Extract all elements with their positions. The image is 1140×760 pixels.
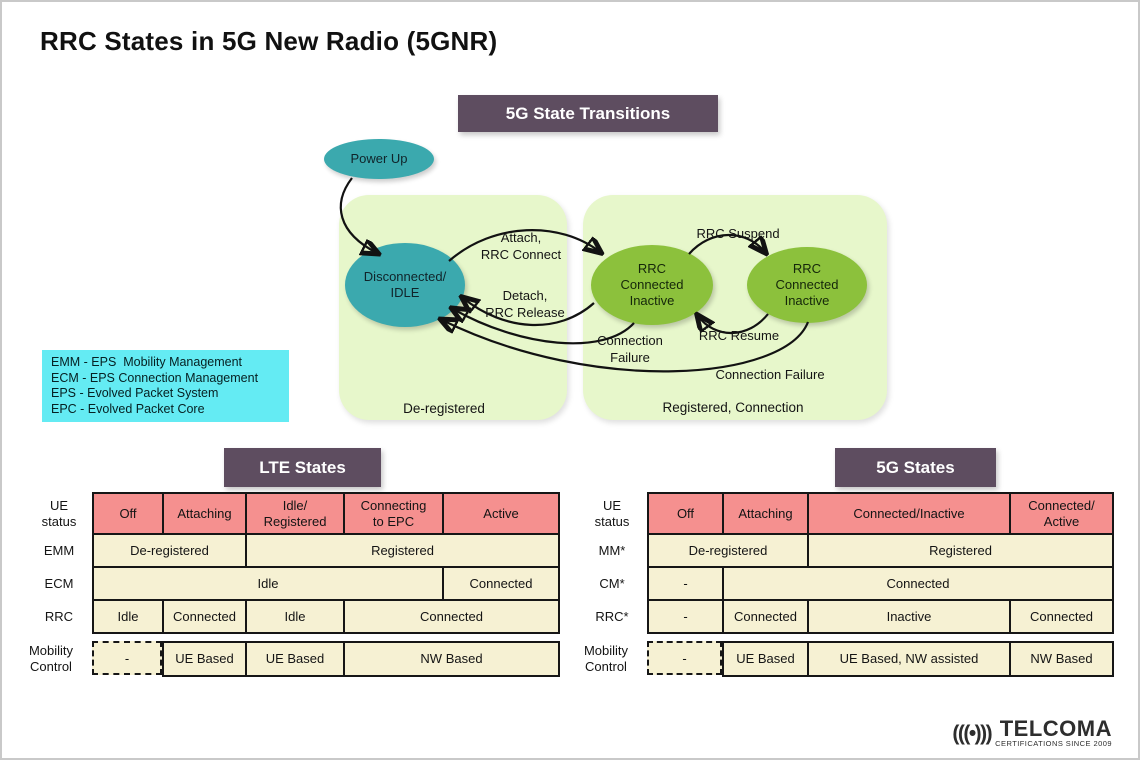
lte-cell: Connected — [442, 566, 560, 601]
page-title: RRC States in 5G New Radio (5GNR) — [40, 26, 498, 56]
lte-row-label-ecm: ECM — [44, 576, 74, 591]
5g-cell: Connected — [1009, 599, 1114, 634]
lte-cell: Off — [92, 492, 164, 535]
5g-mm-row: De-registered Registered — [647, 533, 1114, 568]
5g-cell: Inactive — [807, 599, 1011, 634]
attach-label: Attach, RRC Connect — [480, 230, 562, 262]
logo-text: TELCOMA CERTIFICATIONS SINCE 2009 — [995, 716, 1112, 749]
5g-row-label-ue-status: UE status — [594, 498, 630, 529]
lte-cell: De-registered — [92, 533, 247, 568]
lte-cell: Registered — [245, 533, 560, 568]
5g-cell: Registered — [807, 533, 1114, 568]
5g-row-label-mobility: Mobility Control — [583, 643, 629, 674]
telcoma-logo: (((•))) TELCOMA CERTIFICATIONS SINCE 200… — [952, 716, 1112, 749]
5g-cell: Connected — [722, 599, 809, 634]
lte-rrc-row: Idle Connected Idle Connected — [92, 599, 560, 634]
lte-mobility-dash-cell: - — [92, 641, 162, 675]
connection-failure-label-2: Connection Failure — [715, 367, 825, 382]
5g-row-label-cm: CM* — [599, 576, 625, 591]
detach-label: Detach, RRC Release — [485, 288, 565, 320]
lte-cell: Idle — [245, 599, 345, 634]
lte-ue-status-row: Off Attaching Idle/ Registered Connectin… — [92, 492, 560, 535]
lte-cell: Connected — [343, 599, 560, 634]
abbreviation-legend: EMM - EPS Mobility Management ECM - EPS … — [42, 350, 289, 422]
5g-cell: Connected — [722, 566, 1114, 601]
lte-mobility-row: UE Based UE Based NW Based — [162, 641, 560, 677]
5g-cell: - — [647, 599, 724, 634]
5g-cell: Off — [647, 492, 724, 535]
rrc-connected-inactive-node-2: RRC Connected Inactive — [747, 247, 867, 323]
rrc-connected-inactive-node-1: RRC Connected Inactive — [591, 245, 713, 325]
5g-row-label-rrc: RRC* — [595, 609, 629, 624]
lte-mobility-table: UE Based UE Based NW Based — [162, 641, 560, 677]
lte-row-label-ue-status: UE status — [41, 498, 77, 529]
5g-cell: Connected/Inactive — [807, 492, 1011, 535]
connection-failure-label-1: Connection Failure — [597, 333, 663, 365]
deregistered-region-label: De-registered — [403, 401, 485, 416]
lte-cell: Idle/ Registered — [245, 492, 345, 535]
5g-mobility-row: UE Based UE Based, NW assisted NW Based — [722, 641, 1114, 677]
lte-cell: Attaching — [162, 492, 247, 535]
logo-brand: TELCOMA — [999, 716, 1112, 741]
legend-line-emm: EMM - EPS Mobility Management — [51, 355, 243, 369]
transitions-header: 5G State Transitions — [458, 95, 718, 132]
lte-cell: Idle — [92, 599, 164, 634]
power-up-node: Power Up — [324, 139, 434, 179]
5g-cm-row: - Connected — [647, 566, 1114, 601]
5g-cell: Attaching — [722, 492, 809, 535]
5g-states-table: Off Attaching Connected/Inactive Connect… — [647, 492, 1114, 634]
lte-cell: UE Based — [162, 641, 247, 677]
rrc-resume-label: RRC Resume — [698, 328, 780, 343]
legend-line-eps: EPS - Evolved Packet System — [51, 386, 219, 400]
lte-cell: NW Based — [343, 641, 560, 677]
5g-states-header: 5G States — [835, 448, 996, 487]
5g-cell: UE Based — [722, 641, 809, 677]
legend-line-ecm: ECM - EPS Connection Management — [51, 370, 259, 385]
disconnected-idle-node: Disconnected/ IDLE — [345, 243, 465, 327]
5g-cell: Connected/ Active — [1009, 492, 1114, 535]
lte-row-label-emm: EMM — [43, 543, 75, 558]
lte-states-header: LTE States — [224, 448, 381, 487]
5g-row-label-mm: MM* — [598, 543, 626, 558]
5g-cell: De-registered — [647, 533, 809, 568]
5g-mobility-dash-cell: - — [647, 641, 722, 675]
lte-states-table: Off Attaching Idle/ Registered Connectin… — [92, 492, 560, 634]
lte-cell: Idle — [92, 566, 444, 601]
logo-tagline: CERTIFICATIONS SINCE 2009 — [995, 739, 1112, 748]
rrc-suspend-label: RRC Suspend — [696, 226, 780, 241]
lte-cell: Connecting to EPC — [343, 492, 444, 535]
lte-cell: Connected — [162, 599, 247, 634]
5g-cell: UE Based, NW assisted — [807, 641, 1011, 677]
registered-region-label: Registered, Connection — [662, 400, 804, 415]
lte-row-label-mobility: Mobility Control — [28, 643, 74, 674]
5g-mobility-table: UE Based UE Based, NW assisted NW Based — [722, 641, 1114, 677]
signal-waves-icon: (((•))) — [952, 721, 992, 745]
lte-cell: UE Based — [245, 641, 345, 677]
lte-cell: Active — [442, 492, 560, 535]
legend-line-epc: EPC - Evolved Packet Core — [51, 401, 205, 416]
lte-emm-row: De-registered Registered — [92, 533, 560, 568]
lte-row-label-rrc: RRC — [44, 609, 74, 624]
lte-ecm-row: Idle Connected — [92, 566, 560, 601]
5g-cell: NW Based — [1009, 641, 1114, 677]
5g-ue-status-row: Off Attaching Connected/Inactive Connect… — [647, 492, 1114, 535]
5g-cell: - — [647, 566, 724, 601]
5g-rrc-row: - Connected Inactive Connected — [647, 599, 1114, 634]
